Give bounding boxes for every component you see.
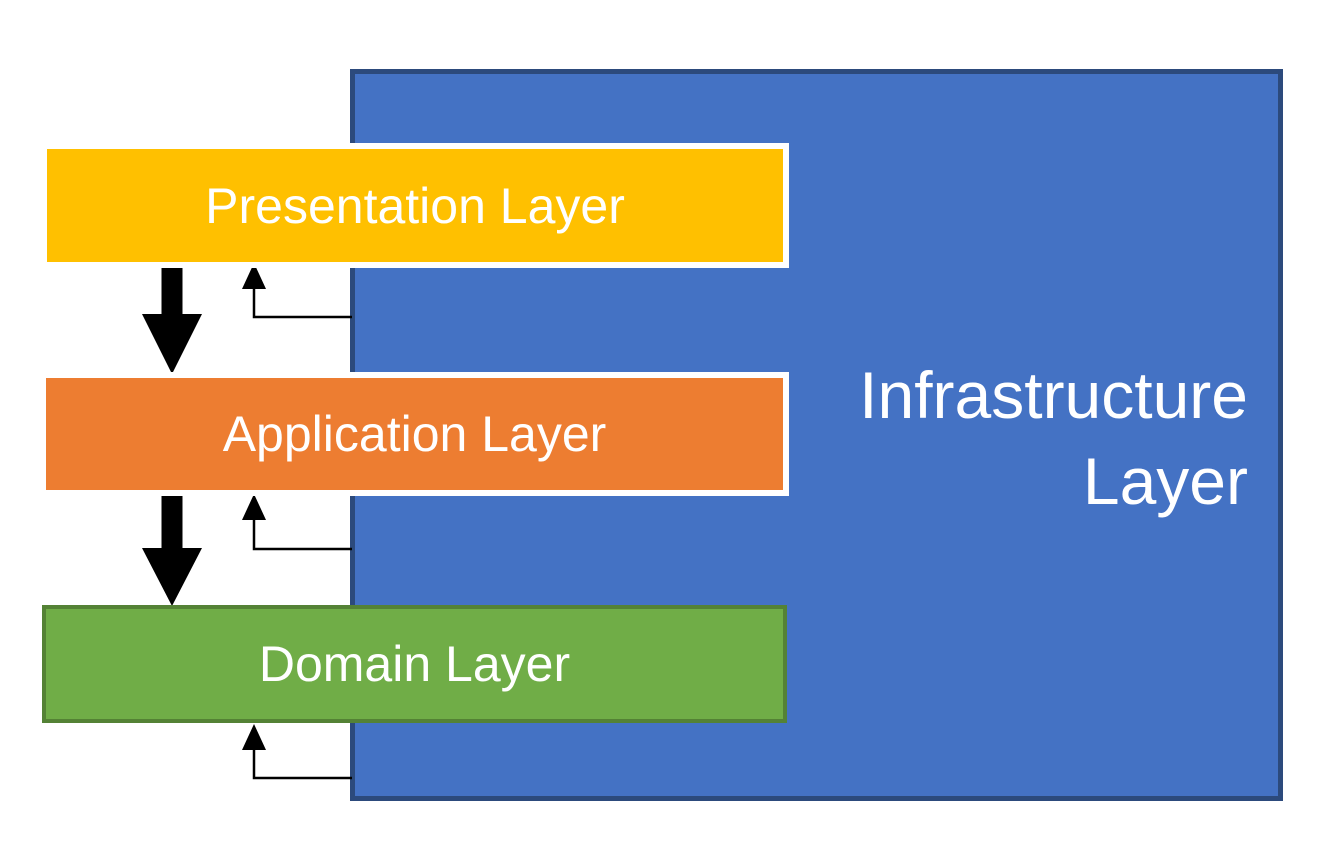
presentation-layer-box: Presentation Layer [41, 143, 789, 268]
elbow-arrow-line-to-application [252, 519, 352, 551]
elbow-arrow-line-to-presentation [252, 287, 352, 319]
domain-layer-label: Domain Layer [258, 636, 571, 692]
domain-layer-box: Domain Layer [42, 605, 787, 723]
application-layer-box: Application Layer [40, 372, 789, 496]
presentation-layer-label: Presentation Layer [205, 177, 625, 234]
application-layer-label: Application Layer [222, 406, 607, 462]
elbow-arrow-head-to-domain [242, 724, 266, 750]
infrastructure-layer-label: Infrastructure Layer [859, 358, 1248, 518]
elbow-arrow-line-to-domain [252, 748, 352, 780]
thick-down-arrow-presentation-to-application [142, 263, 202, 374]
elbow-arrow-head-to-application [242, 494, 266, 520]
thick-down-arrow-application-to-domain [142, 492, 202, 606]
